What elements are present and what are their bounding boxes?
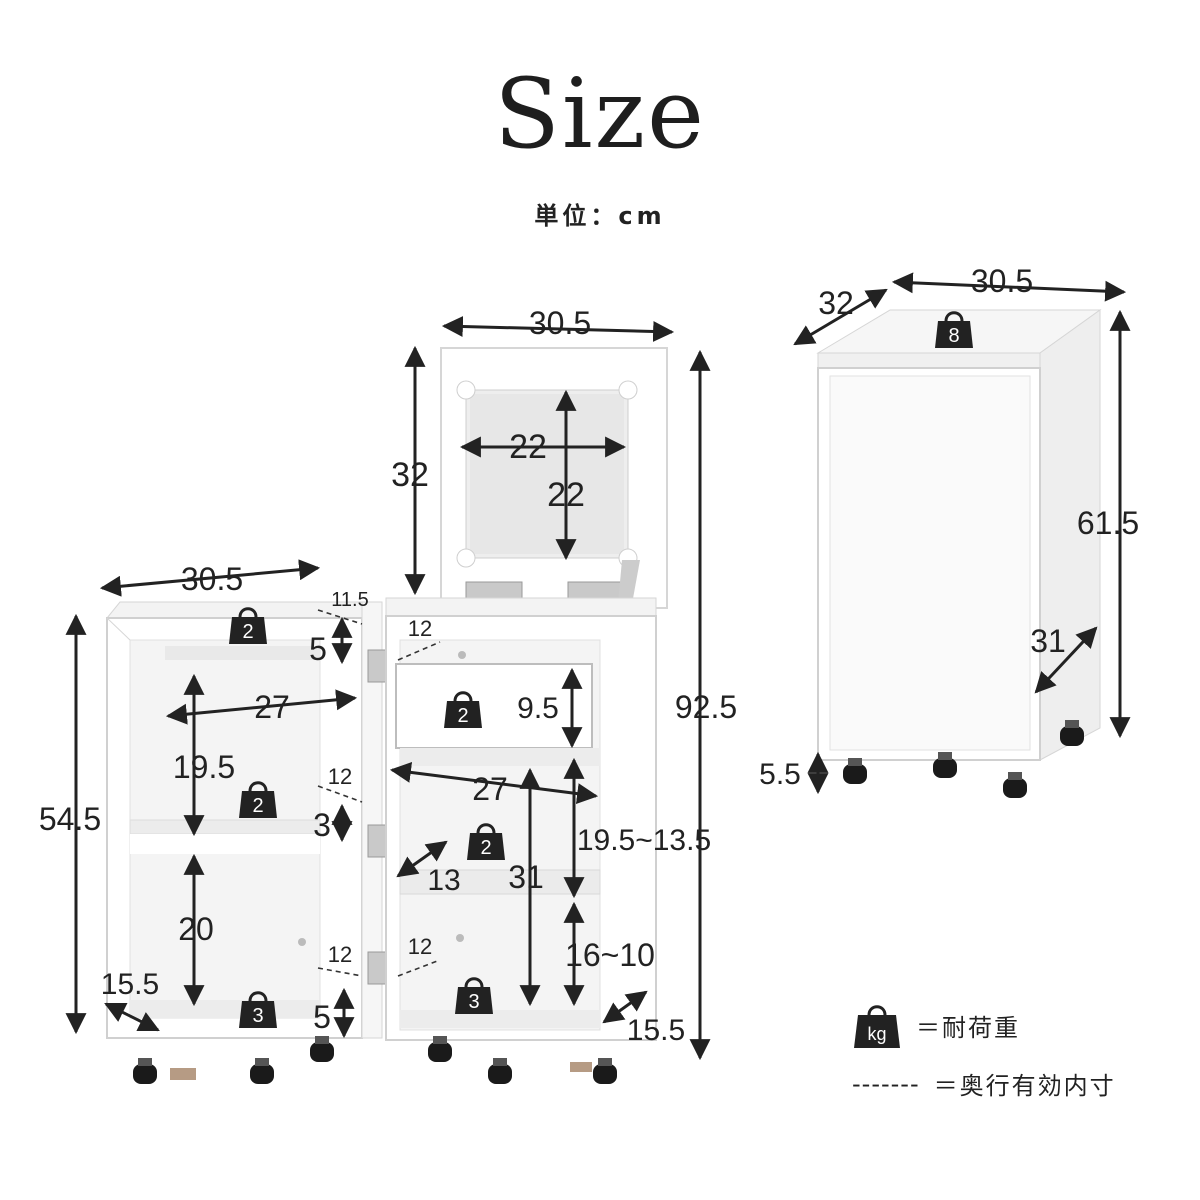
weight-icon-center-bottom: 3: [453, 977, 495, 1016]
svg-text:2: 2: [457, 705, 468, 727]
svg-text:kg: kg: [867, 1024, 886, 1044]
weight-icon-left-middle: 2: [237, 781, 279, 820]
svg-text:2: 2: [252, 795, 263, 817]
closed-height-label: 61.5: [1077, 505, 1139, 541]
closed-cabinet: [816, 309, 1102, 798]
weight-icon-closed-top: 8: [933, 311, 975, 350]
mirror-inner-height-label: 22: [547, 476, 585, 514]
left-top-gap-label: 5: [309, 631, 327, 667]
left-middle-gap-label: 3: [313, 807, 331, 843]
legend-depth: ------- ＝奥行有効内寸: [852, 1066, 1116, 1101]
closed-width-label: 30.5: [971, 263, 1033, 299]
weight-legend-label: ＝耐荷重: [916, 1013, 1020, 1042]
mirror-height-label: 32: [391, 456, 429, 494]
center-lower-range-label: 16~10: [565, 937, 655, 973]
total-height-label: 92.5: [675, 689, 737, 725]
weight-icon-left-top: 2: [227, 607, 269, 646]
left-upper-shelf-label: 19.5: [173, 749, 235, 785]
unit-label: 単位：cm: [534, 202, 666, 230]
weight-badges: 2 2 3 2 2 3 8: [227, 311, 975, 1030]
weight-icon-left-bottom: 3: [237, 991, 279, 1030]
caster-height-label: 5.5: [759, 758, 801, 791]
weight-legend-icon: kg: [854, 1005, 900, 1048]
closed-depth-label: 32: [818, 285, 854, 321]
depth-legend-label: ＝奥行有効内寸: [933, 1072, 1116, 1100]
center-bottom-depth-label: 12: [408, 934, 432, 959]
left-lower-shelf-label: 20: [178, 911, 214, 947]
left-height-label: 54.5: [39, 801, 101, 837]
center-depth-label: 13: [427, 864, 460, 897]
legend-weight: kg ＝耐荷重: [852, 1000, 1020, 1050]
left-width-label: 30.5: [181, 561, 243, 597]
left-inner-width-label: 27: [254, 689, 290, 725]
left-bottom-gap-label: 5: [313, 999, 331, 1035]
door-depth-bottom-label: 12: [328, 942, 352, 967]
svg-text:8: 8: [948, 325, 959, 347]
closed-side-depth-label: 31: [1030, 623, 1066, 659]
center-right-depth-label: 15.5: [627, 1014, 685, 1047]
mirror-outer-width-label: 30.5: [529, 305, 591, 341]
dimension-lines: [65, 272, 1131, 1061]
svg-text:2: 2: [480, 837, 491, 859]
svg-text:3: 3: [252, 1005, 263, 1027]
center-inner-width-label: 27: [472, 771, 508, 807]
door-depth-mid-label: 12: [328, 764, 352, 789]
left-depth-label: 15.5: [101, 968, 159, 1001]
center-shelf-range-label: 19.5~13.5: [577, 824, 711, 857]
weight-icon-drawer: 2: [442, 691, 484, 730]
depth-guides: [317, 609, 441, 977]
svg-text:3: 3: [468, 991, 479, 1013]
dimension-labels: 30.5 54.5 27 19.5 20 5 3 5 15.5 11.5 12 …: [39, 263, 1139, 1047]
drawer-height-label: 9.5: [517, 692, 559, 725]
svg-text:2: 2: [242, 621, 253, 643]
weight-icon-center-shelf: 2: [465, 823, 507, 862]
drawer-depth-label: 12: [408, 616, 432, 641]
page-title: Size: [494, 58, 706, 170]
mirror-inner-width-label: 22: [509, 428, 547, 466]
center-inner-height-label: 31: [508, 859, 544, 895]
dash-sample: -------: [852, 1069, 920, 1098]
left-top-depth-label: 11.5: [331, 589, 368, 611]
